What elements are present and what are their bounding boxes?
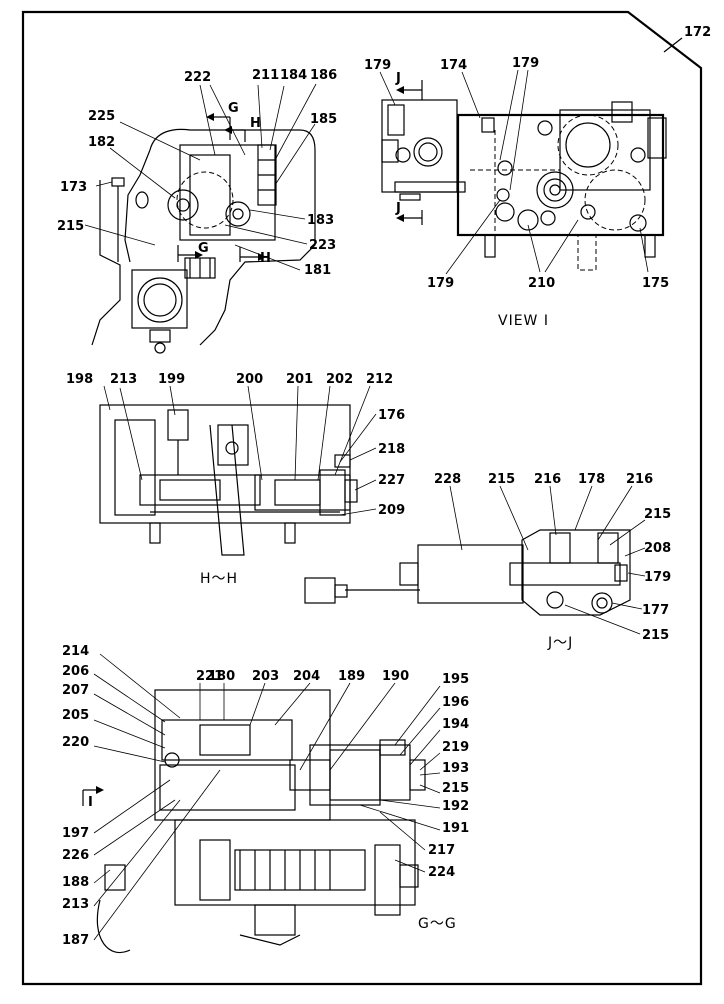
sheet-frame <box>21 10 703 986</box>
section-mark-g-top: G <box>228 101 239 116</box>
callout-207: 207 <box>62 683 89 698</box>
section-jj: 228 215 216 178 216 215 208 179 177 215 … <box>304 472 671 651</box>
callout-179-jj: 179 <box>644 570 671 585</box>
callout-176: 176 <box>378 408 405 423</box>
callout-181: 181 <box>304 263 331 278</box>
callout-202: 202 <box>326 372 353 387</box>
callout-174: 174 <box>440 58 467 73</box>
callout-188: 188 <box>62 875 89 890</box>
view-i: J J 179 174 179 179 210 175 VIEW I <box>364 56 669 329</box>
section-gg-caption: G～G <box>418 916 457 932</box>
callout-198: 198 <box>66 372 93 387</box>
callout-182: 182 <box>88 135 115 150</box>
callout-205: 205 <box>62 708 89 723</box>
callout-224: 224 <box>428 865 455 880</box>
callout-212: 212 <box>366 372 393 387</box>
section-mark-g-bottom: G <box>198 241 209 256</box>
callout-190: 190 <box>382 669 409 684</box>
callout-178: 178 <box>578 472 605 487</box>
callout-220: 220 <box>62 735 89 750</box>
callout-210: 210 <box>528 276 555 291</box>
section-mark-h-top: H <box>250 116 261 131</box>
top-left-view: G H G H 222 211 184 186 225 185 182 <box>57 68 337 354</box>
callout-213-hh: 213 <box>110 372 137 387</box>
callout-213-gg: 213 <box>62 897 89 912</box>
callout-187: 187 <box>62 933 89 948</box>
callout-199: 199 <box>158 372 185 387</box>
callout-179-b: 179 <box>512 56 539 71</box>
callout-200: 200 <box>236 372 263 387</box>
callout-203: 203 <box>252 669 279 684</box>
callout-227: 227 <box>378 473 405 488</box>
callout-217: 217 <box>428 843 455 858</box>
callout-196: 196 <box>442 695 469 710</box>
callout-209: 209 <box>378 503 405 518</box>
callout-184: 184 <box>280 68 307 83</box>
section-mark-j-top: J <box>395 71 401 86</box>
callout-215-jj-b: 215 <box>644 507 671 522</box>
callout-221: 221 <box>196 669 223 684</box>
callout-197: 197 <box>62 826 89 841</box>
callout-186: 186 <box>310 68 337 83</box>
callout-216-a: 216 <box>534 472 561 487</box>
section-jj-caption: J～J <box>547 635 573 651</box>
callout-192: 192 <box>442 799 469 814</box>
callout-177: 177 <box>642 603 669 618</box>
callout-218: 218 <box>378 442 405 457</box>
callout-215-jj-a: 215 <box>488 472 515 487</box>
callout-195: 195 <box>442 672 469 687</box>
callout-215: 215 <box>57 219 84 234</box>
callout-226: 226 <box>62 848 89 863</box>
callout-219: 219 <box>442 740 469 755</box>
section-mark-h-bottom: H <box>260 251 271 266</box>
callout-216-b: 216 <box>626 472 653 487</box>
callout-215-gg: 215 <box>442 781 469 796</box>
callout-228: 228 <box>434 472 461 487</box>
section-hh: 198 213 199 200 201 202 212 176 218 227 … <box>66 372 405 587</box>
callout-208: 208 <box>644 541 671 556</box>
callout-201: 201 <box>286 372 313 387</box>
callout-222: 222 <box>184 70 211 85</box>
arrow-label-i: I <box>88 795 93 810</box>
callout-194: 194 <box>442 717 469 732</box>
section-gg: I 214 221 180 203 204 189 190 <box>62 644 469 954</box>
callout-175: 175 <box>642 276 669 291</box>
callout-215-jj-c: 215 <box>642 628 669 643</box>
callout-225: 225 <box>88 109 115 124</box>
callout-179-c: 179 <box>427 276 454 291</box>
view-i-caption: VIEW I <box>498 313 549 329</box>
callout-191: 191 <box>442 821 469 836</box>
section-hh-caption: H～H <box>200 571 238 587</box>
callout-183: 183 <box>307 213 334 228</box>
callout-179-a: 179 <box>364 58 391 73</box>
callout-173: 173 <box>60 180 87 195</box>
callout-204: 204 <box>293 669 320 684</box>
callout-223: 223 <box>309 238 336 253</box>
callout-189: 189 <box>338 669 365 684</box>
callout-211: 211 <box>252 68 279 83</box>
callout-185: 185 <box>310 112 337 127</box>
sheet-number: 172 <box>684 25 711 40</box>
callout-180: 180 <box>208 669 235 684</box>
callout-193: 193 <box>442 761 469 776</box>
section-mark-j-bottom: J <box>395 201 401 216</box>
callout-214: 214 <box>62 644 89 659</box>
callout-206: 206 <box>62 664 89 679</box>
